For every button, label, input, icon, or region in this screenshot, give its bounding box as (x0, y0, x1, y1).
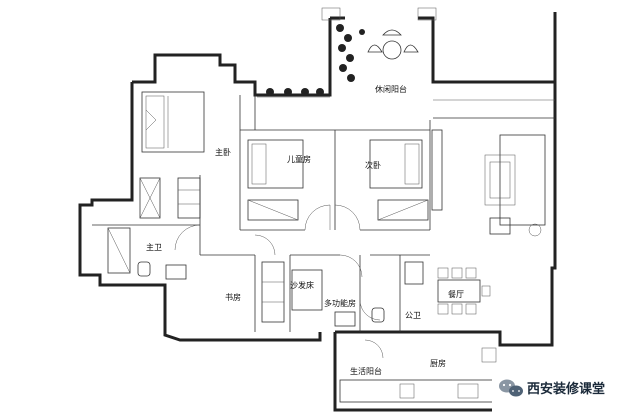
outer-walls (78, 12, 557, 412)
kids-bed (247, 139, 304, 221)
watermark: 西安装修课堂 (492, 372, 635, 413)
balcony-table-set (367, 29, 419, 60)
dining-set (437, 267, 491, 315)
room-labels: 休闲阳台 主卧 儿童房 次卧 主卫 书房 沙发床 多功能房 公卫 餐厅 厨房 生… (146, 84, 464, 376)
sofa-bed-furniture (291, 269, 356, 327)
label-public-bath: 公卫 (405, 311, 421, 320)
label-sofa-bed: 沙发床 (290, 280, 314, 290)
second-bedroom-bed (369, 129, 443, 221)
label-second-bedroom: 次卧 (365, 160, 381, 170)
interior-walls (92, 95, 555, 332)
label-leisure-balcony: 休闲阳台 (375, 84, 407, 94)
watermark-text: 西安装修课堂 (527, 381, 605, 397)
label-kids-room: 儿童房 (287, 154, 311, 164)
label-master-bedroom: 主卧 (215, 147, 231, 157)
label-multi-function-room: 多功能房 (324, 298, 356, 308)
label-dining-room: 餐厅 (448, 290, 464, 299)
master-wardrobe (139, 177, 201, 219)
balcony-plants (266, 24, 365, 96)
door-swings (174, 204, 384, 359)
label-utility-balcony: 生活阳台 (350, 366, 382, 376)
wechat-icon (499, 379, 523, 397)
living-sofa (484, 134, 546, 237)
master-bath-fixtures (107, 227, 187, 280)
label-master-bath: 主卫 (146, 242, 162, 252)
label-study: 书房 (225, 292, 241, 302)
study-furniture (261, 261, 285, 323)
public-bath-fixtures (371, 261, 424, 323)
balcony-railing (257, 7, 555, 101)
master-bed (141, 91, 205, 153)
label-kitchen: 厨房 (430, 358, 446, 368)
